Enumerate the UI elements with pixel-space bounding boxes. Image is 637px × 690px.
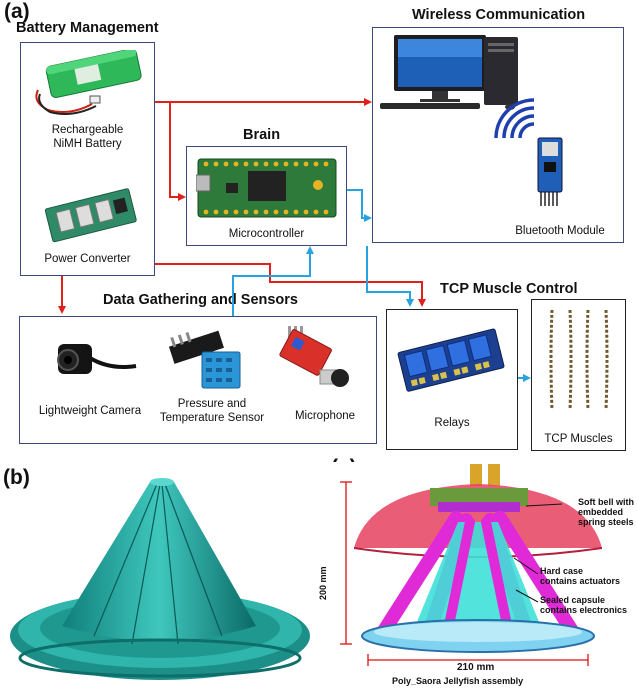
pressure-temperature-sensor-image	[168, 330, 241, 389]
relays-caption: Relays	[434, 417, 470, 429]
width-dimension-label: 210 mm	[457, 662, 495, 673]
microphone-caption: Microphone	[294, 410, 356, 422]
wireless-signal-icon	[494, 98, 535, 139]
bell-cone-render	[10, 478, 310, 680]
ann-bell-line-1: Soft bell with	[578, 497, 634, 507]
ann-hard-line-1: Hard case	[540, 566, 584, 576]
power-arrow-brain	[169, 102, 186, 201]
ann-hard-line-2: contains actuators	[540, 576, 621, 586]
power-arrow-relays	[155, 263, 426, 307]
assembly-caption: Poly_Saora Jellyfish assembly	[392, 676, 524, 686]
microphone-image	[279, 326, 349, 387]
ann-capsule-line-1: Sealed capsule	[540, 595, 606, 605]
microcontroller-caption: Microcontroller	[228, 228, 305, 240]
panel-a-label: (a)	[4, 0, 30, 23]
tcp-muscles-caption: TCP Muscles	[544, 433, 613, 445]
data-arrow-wireless	[347, 189, 372, 222]
panel-b-label: (b)	[3, 466, 30, 489]
ann-bell-line-3: spring steels	[578, 517, 634, 527]
desktop-computer-image	[380, 35, 518, 110]
tcp-title: TCP Muscle Control	[440, 281, 578, 297]
ann-bell-line-2: embedded	[578, 507, 624, 517]
bluetooth-caption: Bluetooth Module	[515, 225, 605, 237]
data-arrow-relays	[366, 246, 414, 307]
nimh-battery-image	[35, 50, 142, 115]
pressure-caption-line-2: Temperature Sensor	[159, 412, 265, 424]
wireless-title: Wireless Communication	[412, 7, 586, 23]
pressure-caption-line-1: Pressure and	[177, 398, 247, 410]
sensors-title: Data Gathering and Sensors	[103, 292, 298, 308]
data-arrow-sensors	[232, 246, 314, 316]
camera-image	[57, 344, 137, 374]
relays-image	[397, 328, 505, 392]
ann-capsule-line-2: contains electronics	[540, 605, 628, 615]
battery-caption-line-2: NiMH Battery	[53, 138, 122, 150]
battery-caption-line-1: Rechargeable	[51, 124, 124, 136]
bluetooth-module-image	[494, 98, 563, 206]
brain-title: Brain	[243, 127, 281, 143]
tcp-muscles-box	[531, 299, 626, 451]
height-dimension-label: 200 mm	[318, 566, 328, 600]
microcontroller-image	[196, 158, 337, 218]
camera-caption: Lightweight Camera	[38, 405, 142, 417]
tcp-muscles-image	[549, 309, 609, 411]
jellyfish-assembly-diagram	[318, 462, 636, 686]
battery-management-title: Battery Management	[16, 20, 159, 36]
power-converter-image	[44, 188, 137, 243]
converter-caption: Power Converter	[44, 253, 131, 265]
connection-arrows	[58, 98, 531, 382]
